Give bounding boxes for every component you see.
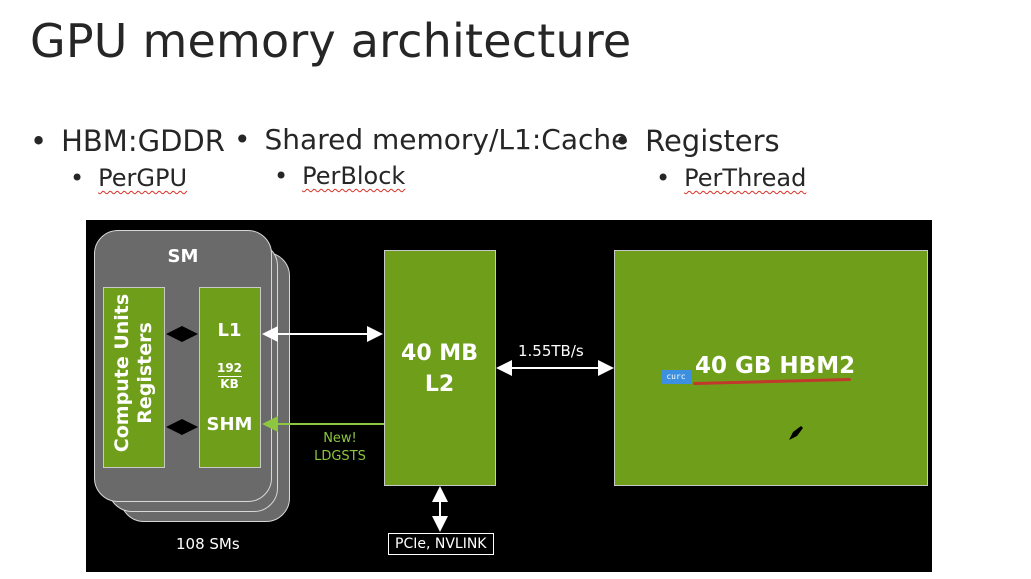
sub-bullet-perblock-label: PerBlock: [302, 162, 406, 190]
bullet-dot: •: [234, 123, 251, 156]
bullet-hbm: • HBM:GDDR: [30, 124, 225, 158]
sub-bullet-pergpu-label: PerGPU: [98, 164, 188, 192]
hbm-label: 40 GB HBM2: [695, 353, 856, 379]
cache-divider: [218, 376, 242, 377]
bullet-dot: •: [614, 124, 632, 158]
compute-units-box: Compute Units Registers: [103, 287, 165, 468]
bandwidth-label: 1.55TB/s: [518, 342, 584, 360]
sm-count-label: 108 SMs: [176, 535, 240, 553]
new-label: New!: [323, 431, 357, 446]
hbm-box: 40 GB HBM2 curc: [614, 250, 928, 486]
bullet-registers: • Registers: [614, 124, 780, 158]
bullet-hbm-label: HBM:GDDR: [61, 124, 225, 158]
l2-size: 40 MB: [401, 341, 478, 366]
sub-bullet-perblock: • PerBlock: [274, 162, 405, 190]
bullet-registers-label: Registers: [645, 124, 780, 158]
sub-bullet-perthread-label: PerThread: [684, 164, 807, 192]
bullet-dot: •: [70, 164, 85, 192]
cache-size-value: 192: [216, 361, 243, 375]
diagram-arrows: [166, 326, 614, 532]
l2-label: L2: [424, 372, 455, 397]
bullet-shared-memory: • Shared memory/L1:Cache: [234, 123, 628, 156]
slide-title: GPU memory architecture: [30, 14, 632, 68]
l1-label: L1: [217, 320, 242, 341]
bullet-dot: •: [30, 124, 48, 158]
sub-bullet-pergpu: • PerGPU: [70, 164, 187, 192]
bullet-dot: •: [274, 162, 289, 190]
bullet-shared-memory-label: Shared memory/L1:Cache: [264, 123, 629, 156]
l1-shm-box: L1 192 KB SHM: [199, 287, 261, 468]
sm-label: SM: [167, 246, 199, 267]
sub-bullet-perthread: • PerThread: [656, 164, 806, 192]
l2-box: 40 MB L2: [384, 250, 496, 486]
pcie-box: PCIe, NVLINK: [388, 533, 494, 555]
bullet-dot: •: [656, 164, 671, 192]
cursor-tag: curc: [661, 370, 691, 384]
pen-cursor-icon: [789, 426, 803, 440]
ldgsts-label: LDGSTS: [314, 449, 366, 464]
cache-size-unit: KB: [220, 377, 239, 391]
architecture-diagram: SM Compute Units Registers L1 192 KB SHM…: [86, 220, 932, 572]
shm-label: SHM: [206, 414, 253, 435]
